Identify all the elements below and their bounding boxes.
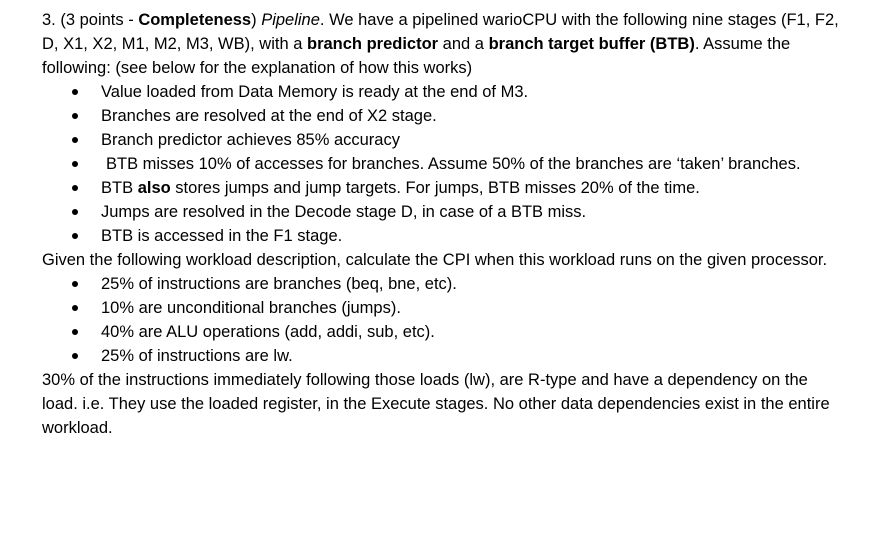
list-item: BTB misses 10% of accesses for branches.… [42,152,842,176]
intro-bold-branch-predictor: branch predictor [306,35,439,53]
workload-intro: Given the following workload description… [42,251,828,269]
question-document: 3. (3 points - Completeness) Pipeline. W… [42,8,842,440]
points-prefix: (3 points - [60,11,139,29]
bullet-icon [72,89,78,95]
question-number: 3. [42,11,56,29]
list-item: Value loaded from Data Memory is ready a… [42,80,842,104]
intro-text-3: . Assume the following: (see below for t… [42,35,791,77]
assumptions-list: Value loaded from Data Memory is ready a… [42,80,842,248]
workload-list: 25% of instructions are branches (beq, b… [42,272,842,368]
question-intro: 3. (3 points - Completeness) Pipeline. W… [42,8,842,80]
points-suffix: ) [251,11,262,29]
bullet-icon [72,329,78,335]
list-item: Branch predictor achieves 85% accuracy [42,128,842,152]
list-item: Jumps are resolved in the Decode stage D… [42,200,842,224]
closing-paragraph: 30% of the instructions immediately foll… [42,371,830,437]
bullet-icon [72,137,78,143]
list-item: 25% of instructions are lw. [42,344,842,368]
list-item: 25% of instructions are branches (beq, b… [42,272,842,296]
bullet-icon [72,113,78,119]
bullet-icon [72,161,78,167]
bullet-icon [72,233,78,239]
bullet-icon [72,185,78,191]
list-item: 40% are ALU operations (add, addi, sub, … [42,320,842,344]
question-topic: Pipeline [261,11,320,29]
bullet-icon [72,353,78,359]
list-item: Branches are resolved at the end of X2 s… [42,104,842,128]
list-item: BTB also stores jumps and jump targets. … [42,176,842,200]
bullet-icon [72,305,78,311]
list-item: 10% are unconditional branches (jumps). [42,296,842,320]
bullet-icon [72,281,78,287]
intro-text-1: . We have a pipelined warioCPU with the … [42,11,839,53]
intro-text-2: and a [438,35,489,53]
list-item: BTB is accessed in the F1 stage. [42,224,842,248]
bullet-icon [72,209,78,215]
points-category: Completeness [138,11,252,29]
intro-bold-btb: branch target buffer (BTB) [488,35,695,53]
